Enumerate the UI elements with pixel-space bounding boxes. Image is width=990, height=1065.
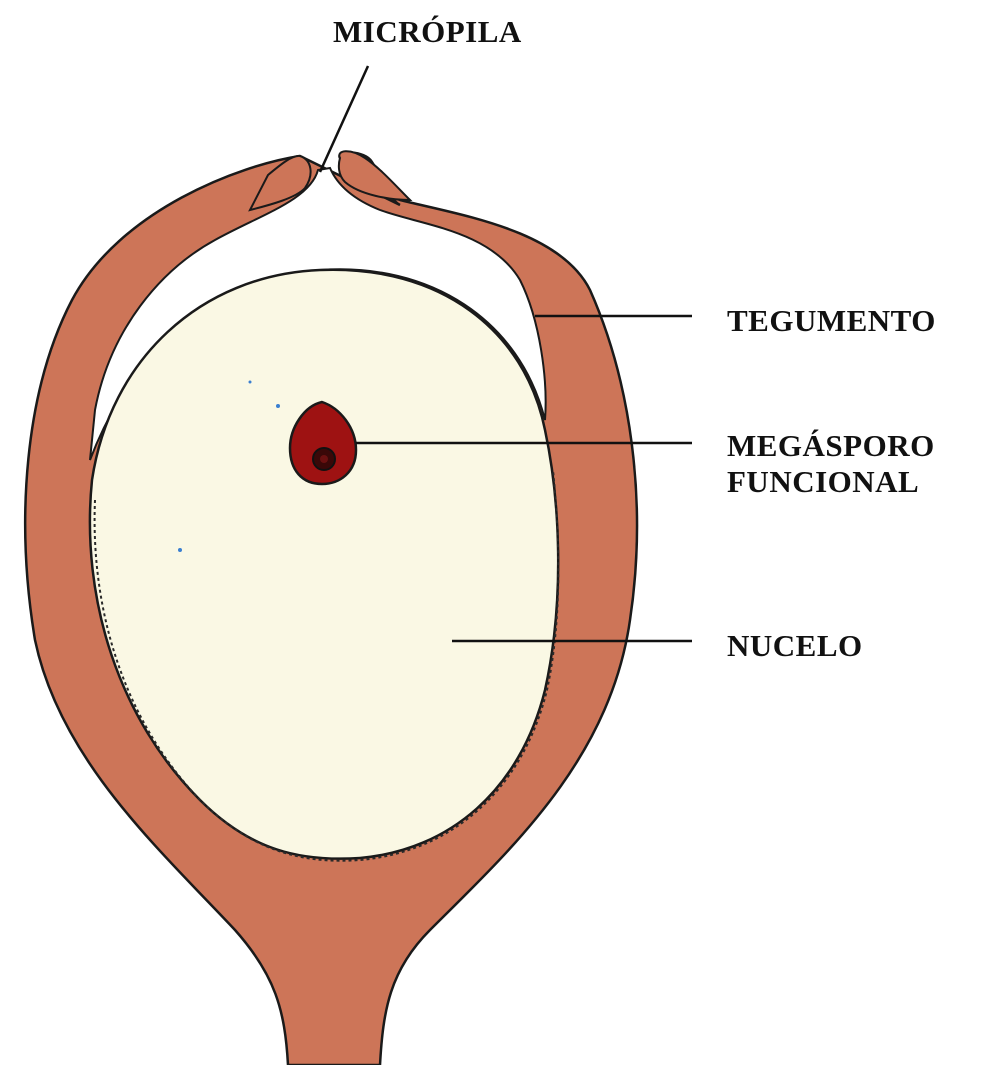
label-megasporo-line2: FUNCIONAL	[727, 464, 935, 500]
label-tegumento: TEGUMENTO	[727, 303, 936, 339]
megaspore-nucleolus	[320, 455, 328, 463]
speckle-dot	[178, 548, 182, 552]
label-megasporo-funcional: MEGÁSPORO FUNCIONAL	[727, 428, 935, 500]
speckle-dot	[249, 381, 252, 384]
label-nucelo: NUCELO	[727, 628, 863, 664]
label-megasporo-line1: MEGÁSPORO	[727, 428, 935, 464]
speckle-dot	[276, 404, 280, 408]
label-micropila: MICRÓPILA	[333, 14, 522, 50]
